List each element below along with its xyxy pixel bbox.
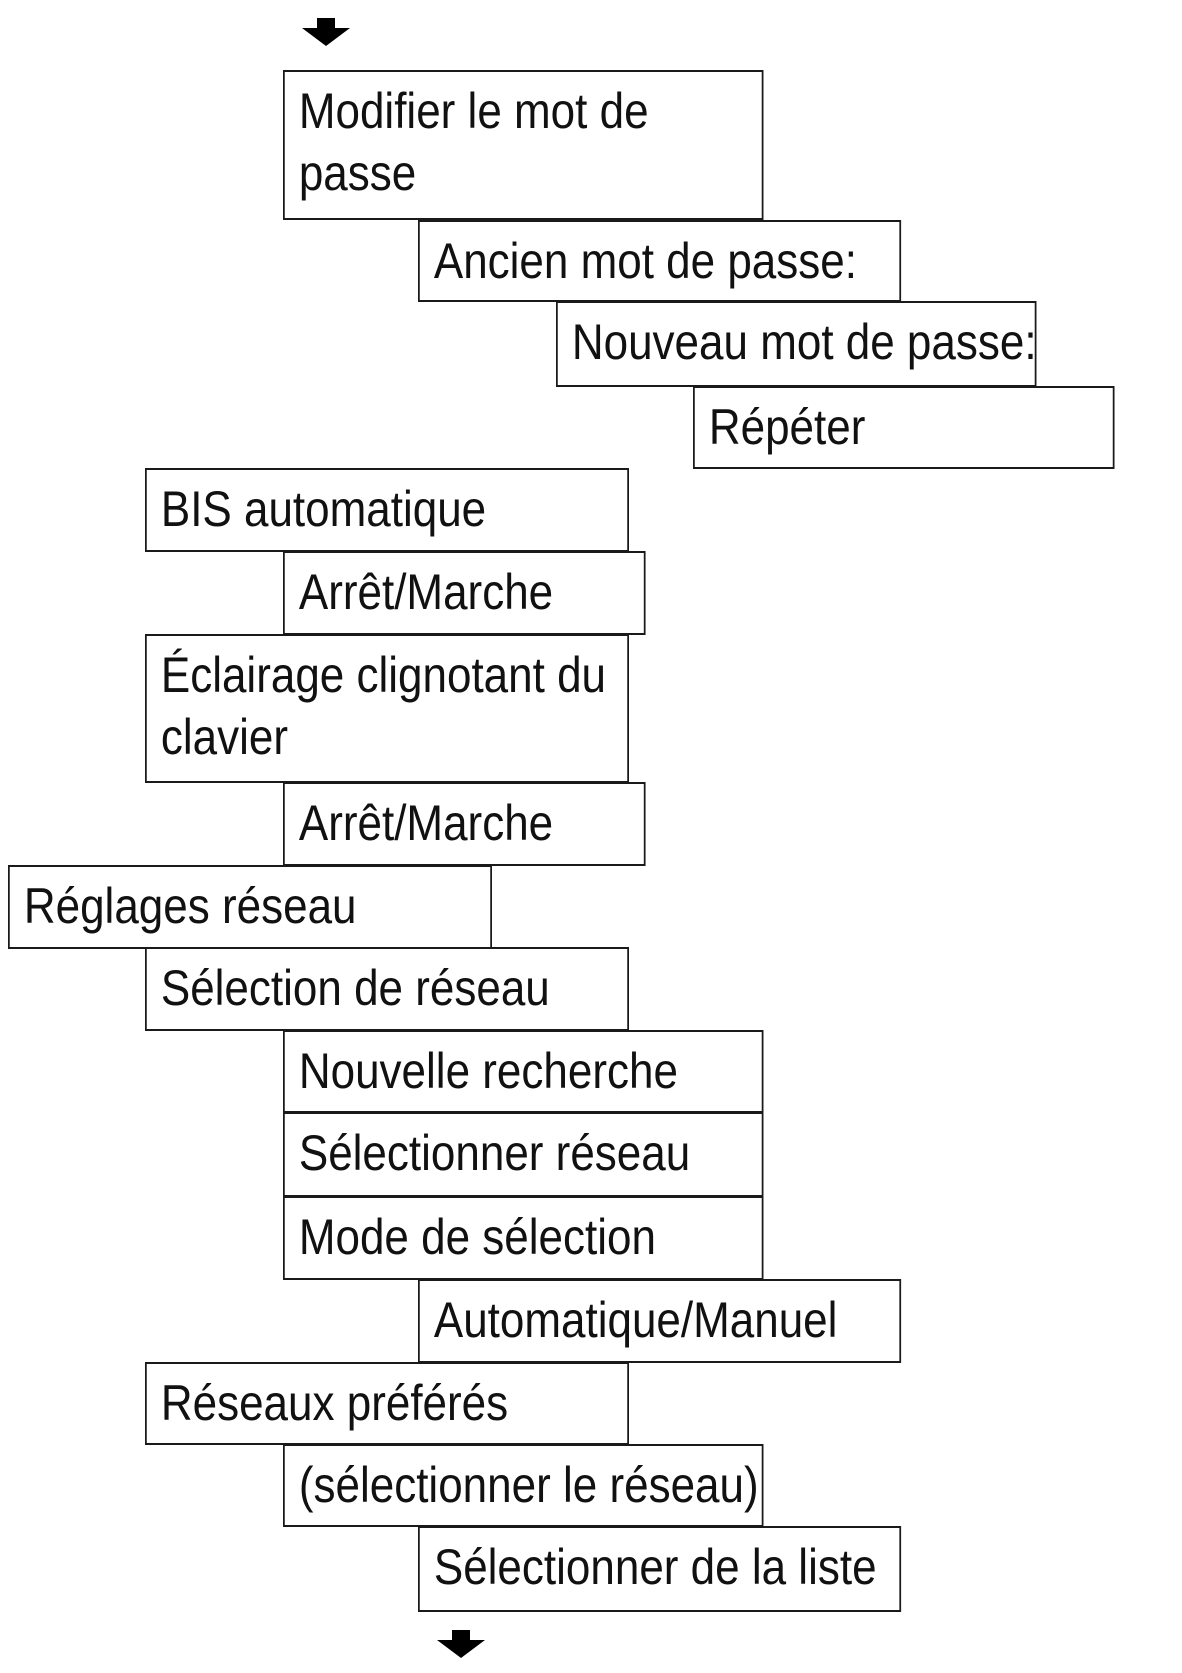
menu-item-label-line-1: Éclairage clignotant du (160, 647, 607, 703)
menu-item-label-line-2: clavier (160, 709, 288, 765)
menu-item-label: (sélectionner le réseau) (298, 1457, 759, 1513)
menu-item-repeter[interactable]: Répéter (693, 386, 1115, 469)
menu-item-label: Nouveau mot de passe: (571, 314, 1037, 370)
menu-item-label: Sélection de réseau (160, 960, 550, 1016)
menu-item-label-line-1: Modifier le mot de (298, 83, 649, 139)
menu-item-nouveau-mot-de-passe[interactable]: Nouveau mot de passe: (556, 301, 1037, 387)
menu-item-label: Mode de sélection (298, 1209, 656, 1265)
menu-item-label: Répéter (708, 399, 866, 455)
menu-item-automatique-manuel[interactable]: Automatique/Manuel (418, 1279, 902, 1363)
menu-item-label: Réseaux préférés (160, 1375, 509, 1431)
menu-item-label-line-2: passe (298, 145, 417, 201)
menu-item-label: Sélectionner réseau (298, 1125, 691, 1181)
menu-item-ancien-mot-de-passe[interactable]: Ancien mot de passe: (418, 220, 902, 302)
menu-item-nouvelle-recherche[interactable]: Nouvelle recherche (283, 1030, 764, 1113)
menu-item-label: Arrêt/Marche (298, 564, 554, 620)
menu-item-selectionner-le-reseau[interactable]: (sélectionner le réseau) (283, 1444, 764, 1527)
menu-item-label: Automatique/Manuel (433, 1292, 838, 1348)
menu-item-selectionner-de-la-liste[interactable]: Sélectionner de la liste (418, 1526, 902, 1612)
menu-item-mode-de-selection[interactable]: Mode de sélection (283, 1196, 764, 1280)
menu-item-modifier-mot-de-passe[interactable]: Modifier le mot de passe (283, 70, 764, 220)
menu-item-bis-automatique[interactable]: BIS automatique (145, 468, 629, 552)
menu-item-label: Nouvelle recherche (298, 1043, 678, 1099)
menu-item-arret-marche-bis[interactable]: Arrêt/Marche (283, 551, 646, 635)
menu-item-reglages-reseau[interactable]: Réglages réseau (8, 865, 492, 949)
menu-item-selectionner-reseau[interactable]: Sélectionner réseau (283, 1112, 764, 1197)
menu-item-reseaux-preferes[interactable]: Réseaux préférés (145, 1362, 629, 1445)
menu-item-selection-de-reseau[interactable]: Sélection de réseau (145, 947, 629, 1031)
menu-item-label: Sélectionner de la liste (433, 1539, 877, 1595)
menu-item-eclairage-clignotant-clavier[interactable]: Éclairage clignotant du clavier (145, 634, 629, 783)
menu-item-label: Réglages réseau (23, 878, 357, 934)
menu-item-arret-marche-eclairage[interactable]: Arrêt/Marche (283, 782, 646, 866)
menu-item-label: Arrêt/Marche (298, 795, 554, 851)
menu-item-label: BIS automatique (160, 481, 487, 537)
menu-item-label: Ancien mot de passe: (433, 233, 857, 289)
